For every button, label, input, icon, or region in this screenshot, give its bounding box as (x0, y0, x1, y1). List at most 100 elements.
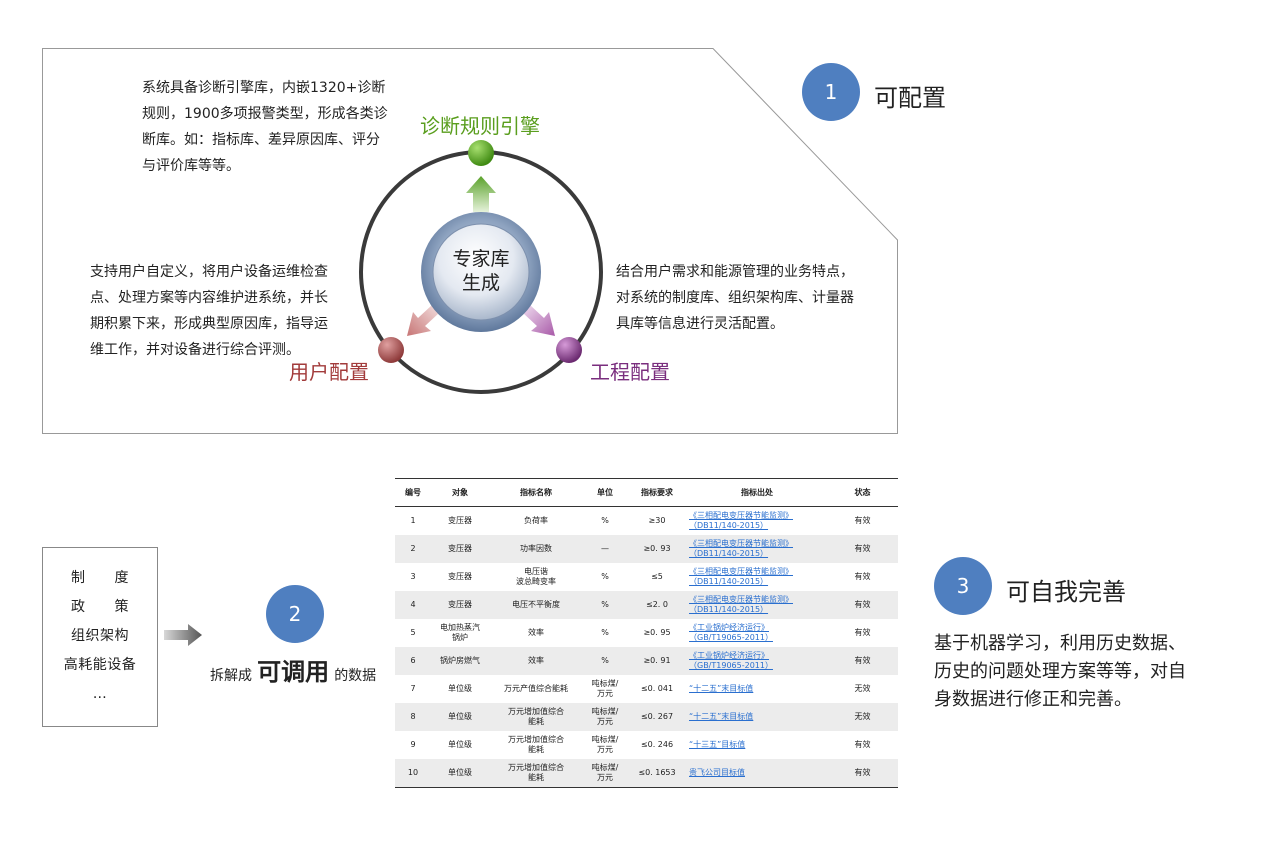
cell-requirement: ≥0. 93 (627, 535, 687, 563)
category-item: … (92, 686, 108, 702)
source-link-code[interactable]: （GB/T19065-2011） (689, 661, 773, 670)
cell-indicator-name: 功率因数 (489, 535, 583, 563)
engine-description: 系统具备诊断引擎库，内嵌1320+诊断 规则，1900多项报警类型，形成各类诊 … (142, 80, 388, 174)
source-link[interactable]: 《三相配电变压器节能监测》 (689, 539, 793, 548)
cell-source: 《三相配电变压器节能监测》（DB11/140-2015） (687, 563, 827, 591)
engineering-node (556, 337, 582, 363)
source-link[interactable]: 《三相配电变压器节能监测》 (689, 511, 793, 520)
feature-3-title: 可自我完善 (1006, 578, 1126, 606)
cell-unit: % (601, 572, 609, 581)
cell-object: 变压器 (448, 516, 472, 525)
feature-3-badge: 3 (934, 557, 992, 615)
source-link[interactable]: “十二五”末目标值 (689, 684, 754, 693)
cell-object: 锅炉房燃气 (431, 647, 489, 675)
cell-status: 有效 (854, 572, 871, 581)
feature-2-emphasis: 可调用 (257, 658, 330, 686)
category-item: 高耗能设备 (63, 657, 137, 673)
cell-requirement: ≤0. 246 (640, 740, 674, 749)
source-link-code[interactable]: （DB11/140-2015） (689, 577, 769, 586)
engineering-description: 结合用户需求和能源管理的业务特点， 对系统的制度库、组织架构库、计量器 具库等信… (616, 264, 854, 332)
cell-requirement: ≤0. 267 (627, 703, 687, 731)
engine-node (468, 140, 494, 166)
cell-unit: — (583, 535, 627, 563)
cell-indicator-name: 效率 (489, 647, 583, 675)
center-label-line1: 专家库 (452, 248, 510, 270)
cell-no: 9 (410, 740, 416, 749)
cell-no: 8 (395, 703, 431, 731)
source-link-code[interactable]: （GB/T19065-2011） (689, 633, 773, 642)
engineering-label: 工程配置 (590, 360, 670, 384)
cell-status: 有效 (854, 516, 871, 525)
col-header: 对象 (431, 478, 489, 507)
cell-no: 4 (395, 591, 431, 619)
cell-unit: % (583, 591, 627, 619)
col-header: 状态 (827, 478, 898, 507)
cell-indicator-name: 万元增加值综合 能耗 (489, 759, 583, 788)
cell-unit: % (601, 628, 609, 637)
cell-source: 《三相配电变压器节能监测》（DB11/140-2015） (687, 535, 827, 563)
source-link[interactable]: 《三相配电变压器节能监测》 (689, 595, 793, 604)
cell-status: 有效 (827, 647, 898, 675)
arrow-up-icon (466, 176, 496, 212)
category-box: 制 度 政 策 组织架构 高耗能设备 … (42, 547, 158, 727)
cell-requirement: ≤2. 0 (627, 591, 687, 619)
source-link[interactable]: 贵飞公司目标值 (689, 768, 745, 777)
arrow-down-left-icon (407, 305, 439, 336)
cell-unit: 吨标煤/ 万元 (591, 679, 619, 698)
cell-no: 3 (410, 572, 416, 581)
cell-object: 变压器 (448, 572, 472, 581)
cell-requirement: ≥0. 95 (643, 628, 671, 637)
cell-no: 7 (410, 684, 416, 693)
cell-indicator-name: 电压不平衡度 (489, 591, 583, 619)
source-link[interactable]: 《工业锅炉经济运行》 (689, 623, 769, 632)
cell-unit: 吨标煤/ 万元 (583, 703, 627, 731)
source-link[interactable]: 《三相配电变压器节能监测》 (689, 567, 793, 576)
cell-source: 《工业锅炉经济运行》（GB/T19065-2011） (687, 619, 827, 647)
engine-label: 诊断规则引擎 (420, 114, 540, 138)
source-link-code[interactable]: （DB11/140-2015） (689, 549, 769, 558)
cell-status: 有效 (827, 535, 898, 563)
source-link[interactable]: “十二五”末目标值 (689, 712, 754, 721)
cell-status: 有效 (854, 740, 871, 749)
cell-requirement: ≤0. 041 (640, 684, 674, 693)
cell-source: 《三相配电变压器节能监测》（DB11/140-2015） (687, 507, 827, 536)
source-link-code[interactable]: （DB11/140-2015） (689, 521, 769, 530)
cell-status: 无效 (827, 703, 898, 731)
feature-2-badge: 2 (266, 585, 324, 643)
col-header: 编号 (395, 478, 431, 507)
source-link-code[interactable]: （DB11/140-2015） (689, 605, 769, 614)
source-link[interactable]: “十三五”目标值 (689, 740, 746, 749)
category-item: 组织架构 (71, 628, 129, 644)
cell-unit: 吨标煤/ 万元 (583, 759, 627, 788)
cell-requirement: ≤0. 1653 (627, 759, 687, 788)
source-link[interactable]: 《工业锅炉经济运行》 (689, 651, 769, 660)
cell-source: “十二五”末目标值 (687, 703, 827, 731)
feature-2-caption: 拆解成 可调用 的数据 (210, 652, 376, 687)
category-item: 政 策 (71, 599, 129, 615)
cell-indicator-name: 万元产值综合能耗 (504, 684, 568, 693)
cell-source: 贵飞公司目标值 (687, 759, 827, 788)
cell-source: 《三相配电变压器节能监测》（DB11/140-2015） (687, 591, 827, 619)
cell-object: 单位级 (431, 759, 489, 788)
cell-object: 单位级 (448, 684, 472, 693)
cell-requirement: ≤5 (651, 572, 663, 581)
cell-status: 有效 (827, 591, 898, 619)
cell-no: 1 (410, 516, 416, 525)
feature-1-title: 可配置 (874, 84, 946, 112)
expert-library-diagram (359, 140, 603, 394)
col-header: 单位 (583, 478, 627, 507)
cell-indicator-name: 效率 (528, 628, 544, 637)
feature-3-description: 基于机器学习，利用历史数据、 历史的问题处理方案等等，对自 身数据进行修正和完善… (934, 633, 1186, 710)
cell-unit: % (601, 516, 609, 525)
cell-object: 变压器 (431, 591, 489, 619)
cell-no: 2 (395, 535, 431, 563)
feature-1-badge: 1 (802, 63, 860, 121)
cell-object: 变压器 (431, 535, 489, 563)
cell-source: “十三五”目标值 (687, 731, 827, 759)
